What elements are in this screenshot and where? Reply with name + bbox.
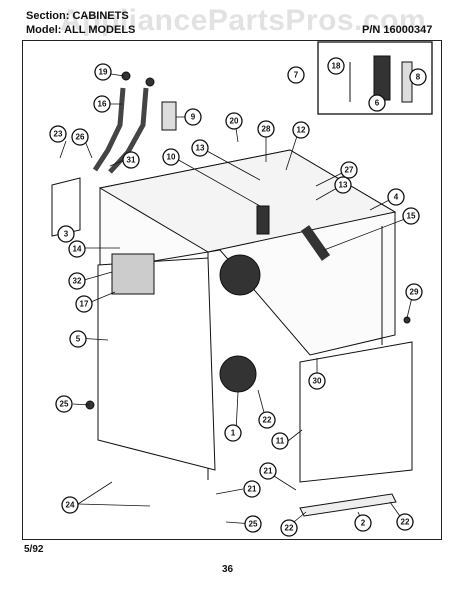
svg-text:23: 23 — [54, 130, 63, 139]
callout-8: 8 — [409, 68, 427, 86]
front-panel — [299, 341, 413, 483]
svg-text:14: 14 — [73, 245, 82, 254]
callout-14: 14 — [68, 240, 86, 258]
bracket — [51, 177, 81, 237]
timer-block — [111, 253, 155, 295]
diagram-frame — [22, 40, 442, 540]
callout-1: 1 — [224, 424, 242, 442]
svg-text:25: 25 — [249, 520, 258, 529]
filter — [256, 205, 270, 235]
svg-text:24: 24 — [66, 501, 75, 510]
svg-text:22: 22 — [263, 416, 272, 425]
callout-12: 12 — [292, 121, 310, 139]
callout-7: 7 — [287, 66, 305, 84]
svg-text:10: 10 — [167, 153, 176, 162]
callout-30: 30 — [308, 372, 326, 390]
base-rail — [299, 493, 397, 517]
svg-text:21: 21 — [264, 467, 273, 476]
svg-text:3: 3 — [64, 230, 69, 239]
svg-text:25: 25 — [60, 400, 69, 409]
callout-28: 28 — [257, 120, 275, 138]
svg-text:32: 32 — [73, 277, 82, 286]
svg-text:5: 5 — [76, 335, 81, 344]
hose-left — [92, 87, 126, 172]
svg-text:22: 22 — [285, 524, 294, 533]
svg-text:27: 27 — [345, 166, 354, 175]
callout-22-mid: 22 — [258, 411, 276, 429]
callout-27: 27 — [340, 161, 358, 179]
callout-4: 4 — [387, 188, 405, 206]
svg-text:13: 13 — [196, 144, 205, 153]
svg-text:28: 28 — [262, 125, 271, 134]
callout-21-upper: 21 — [259, 462, 277, 480]
callout-2: 2 — [354, 514, 372, 532]
svg-text:29: 29 — [410, 288, 419, 297]
lower-port — [219, 355, 257, 393]
callout-10: 10 — [162, 148, 180, 166]
svg-text:31: 31 — [127, 156, 136, 165]
side-panel — [97, 257, 216, 471]
svg-text:1: 1 — [231, 429, 236, 438]
callout-3: 3 — [57, 225, 75, 243]
callout-32: 32 — [68, 272, 86, 290]
svg-text:7: 7 — [294, 71, 299, 80]
section-label: Section: CABINETS — [26, 10, 129, 22]
callout-24: 24 — [61, 496, 79, 514]
callout-18: 18 — [327, 57, 345, 75]
page-number: 36 — [222, 564, 234, 575]
svg-text:16: 16 — [98, 100, 107, 109]
svg-text:12: 12 — [297, 126, 306, 135]
upper-port — [219, 254, 261, 296]
inset-part-7 — [401, 61, 413, 103]
callout-13-upper: 13 — [191, 139, 209, 157]
svg-text:26: 26 — [76, 133, 85, 142]
inset-part-6 — [373, 55, 391, 101]
callout-21-lower: 21 — [243, 480, 261, 498]
part-number-label: P/N 16000347 — [362, 24, 433, 36]
callout-25-bottom: 25 — [244, 515, 262, 533]
callout-labels: 19 16 9 23 26 31 10 13 20 28 12 27 13 4 … — [49, 57, 427, 537]
callout-26: 26 — [71, 128, 89, 146]
callout-19: 19 — [94, 63, 112, 81]
svg-text:30: 30 — [313, 377, 322, 386]
svg-text:9: 9 — [191, 113, 196, 122]
callout-22-left: 22 — [280, 519, 298, 537]
callout-23: 23 — [49, 125, 67, 143]
svg-text:2: 2 — [361, 519, 366, 528]
svg-text:13: 13 — [339, 181, 348, 190]
callout-5: 5 — [69, 330, 87, 348]
callout-13-lower: 13 — [334, 176, 352, 194]
svg-text:15: 15 — [407, 212, 416, 221]
callout-11: 11 — [271, 432, 289, 450]
callout-29: 29 — [405, 283, 423, 301]
callout-16: 16 — [93, 95, 111, 113]
inlet-valve — [161, 101, 177, 131]
callout-22-right: 22 — [396, 513, 414, 531]
callout-20: 20 — [225, 112, 243, 130]
callout-9: 9 — [184, 108, 202, 126]
callout-17: 17 — [75, 295, 93, 313]
svg-text:4: 4 — [394, 193, 399, 202]
svg-text:21: 21 — [248, 485, 257, 494]
fill-hose — [300, 225, 331, 261]
svg-text:22: 22 — [401, 518, 410, 527]
svg-text:18: 18 — [332, 62, 341, 71]
callout-15: 15 — [402, 207, 420, 225]
callout-25-left: 25 — [55, 395, 73, 413]
svg-text:11: 11 — [276, 437, 285, 446]
svg-text:19: 19 — [99, 68, 108, 77]
callout-31: 31 — [122, 151, 140, 169]
svg-text:6: 6 — [375, 99, 380, 108]
model-label: Model: ALL MODELS — [26, 24, 136, 36]
svg-text:17: 17 — [80, 300, 89, 309]
svg-text:20: 20 — [230, 117, 239, 126]
svg-text:8: 8 — [416, 73, 421, 82]
callout-6: 6 — [368, 94, 386, 112]
revision-date: 5/92 — [24, 544, 44, 555]
watermark: AppliancePartsPros.com — [60, 4, 427, 37]
